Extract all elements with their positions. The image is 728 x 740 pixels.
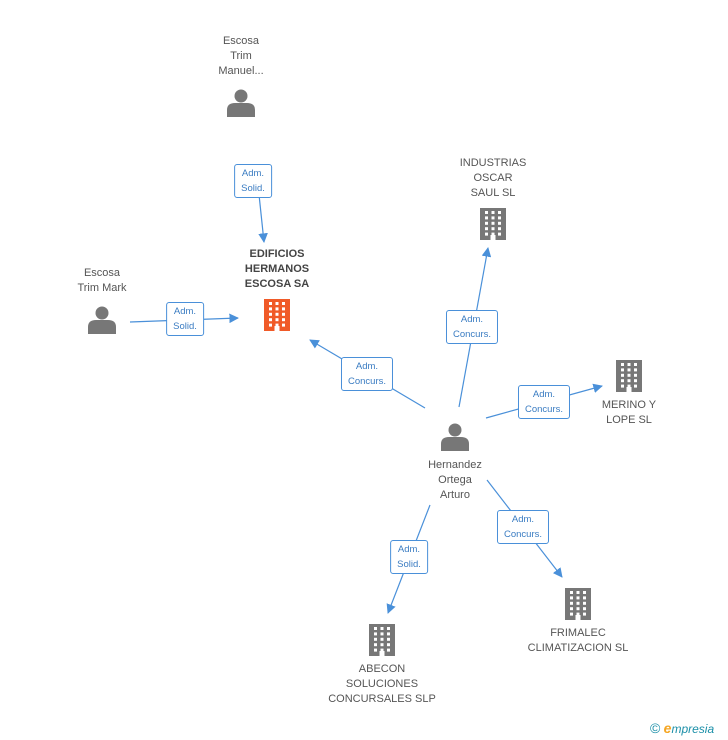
node-label-line: Ortega xyxy=(438,474,472,486)
brand-e: e xyxy=(663,720,672,736)
edge-label-line: Concurs. xyxy=(347,376,387,387)
node-label-frimalec[interactable]: FRIMALEC CLIMATIZACION SL xyxy=(528,626,629,656)
building-icon-industrias[interactable] xyxy=(480,208,506,240)
node-label-line: SAUL SL xyxy=(470,187,516,199)
edge-label-line: Concurs. xyxy=(503,529,543,540)
person-icon-hernandez[interactable] xyxy=(441,423,469,452)
node-label-line: MERINO Y xyxy=(601,399,657,411)
node-label-line: CLIMATIZACION SL xyxy=(527,642,629,654)
edge-label-line: Solid. xyxy=(241,183,265,194)
edge-label-escosa-trim-manuel-to-edificios[interactable]: Adm. Solid. xyxy=(234,164,272,198)
edge-label-line: Solid. xyxy=(397,559,421,570)
node-label-line: LOPE SL xyxy=(606,414,652,426)
node-label-abecon[interactable]: ABECON SOLUCIONES CONCURSALES SLP xyxy=(328,662,436,707)
node-label-line: Escosa xyxy=(222,35,260,47)
node-label-line: CONCURSALES SLP xyxy=(328,693,436,705)
edge-label-hernandez-to-frimalec[interactable]: Adm. Concurs. xyxy=(496,510,550,544)
node-label-line: Trim Mark xyxy=(77,282,127,294)
building-icon-abecon[interactable] xyxy=(369,624,395,656)
edge-label-line: Adm. xyxy=(173,306,197,317)
edge-label-line: Adm. xyxy=(397,544,421,555)
node-label-line: Escosa xyxy=(83,267,121,279)
edge-label-line: Concurs. xyxy=(524,404,564,415)
edge-label-line: Adm. xyxy=(241,168,265,179)
edge-label-hernandez-to-edificios[interactable]: Adm. Concurs. xyxy=(340,357,394,391)
brand-logo: © empresia xyxy=(650,720,714,736)
building-icon-frimalec[interactable] xyxy=(565,588,591,620)
edge-label-hernandez-to-industrias[interactable]: Adm. Concurs. xyxy=(445,310,499,344)
edge-label-line: Adm. xyxy=(460,314,484,325)
node-label-line: EDIFICIOS xyxy=(249,248,305,260)
edge-label-hernandez-to-merino[interactable]: Adm. Concurs. xyxy=(517,385,571,419)
node-label-line: OSCAR xyxy=(473,172,513,184)
node-label-line: Manuel... xyxy=(218,65,264,77)
node-label-line: HERMANOS xyxy=(244,263,310,275)
building-icon-merino[interactable] xyxy=(616,360,642,392)
node-label-merino[interactable]: MERINO Y LOPE SL xyxy=(602,398,656,428)
node-label-line: ABECON xyxy=(358,663,406,675)
node-label-line: INDUSTRIAS xyxy=(459,157,527,169)
icons-layer xyxy=(88,89,642,656)
node-label-edificios[interactable]: EDIFICIOS HERMANOS ESCOSA SA xyxy=(245,247,309,292)
node-label-line: FRIMALEC xyxy=(550,627,606,639)
edge-label-line: Adm. xyxy=(355,361,379,372)
edge-label-line: Adm. xyxy=(532,389,556,400)
node-label-industrias[interactable]: INDUSTRIAS OSCAR SAUL SL xyxy=(460,156,527,201)
node-label-line: Trim xyxy=(230,50,252,62)
edge-label-line: Concurs. xyxy=(452,329,492,340)
person-icon-escosa-trim-mark[interactable] xyxy=(88,306,116,335)
node-label-line: Arturo xyxy=(440,489,470,501)
building-icon-edificios[interactable] xyxy=(264,299,290,331)
node-label-line: Hernandez xyxy=(428,459,482,471)
brand-rest: mpresia xyxy=(671,722,715,736)
node-label-line: SOLUCIONES xyxy=(345,678,419,690)
edge-label-hernandez-to-abecon[interactable]: Adm. Solid. xyxy=(390,540,428,574)
edge-label-escosa-trim-mark-to-edificios[interactable]: Adm. Solid. xyxy=(166,302,204,336)
edge-label-line: Adm. xyxy=(511,514,535,525)
person-icon-escosa-trim-manuel[interactable] xyxy=(227,89,255,118)
copyright-symbol: © xyxy=(650,720,661,736)
node-label-line: ESCOSA SA xyxy=(244,278,310,290)
edge-label-line: Solid. xyxy=(173,321,197,332)
